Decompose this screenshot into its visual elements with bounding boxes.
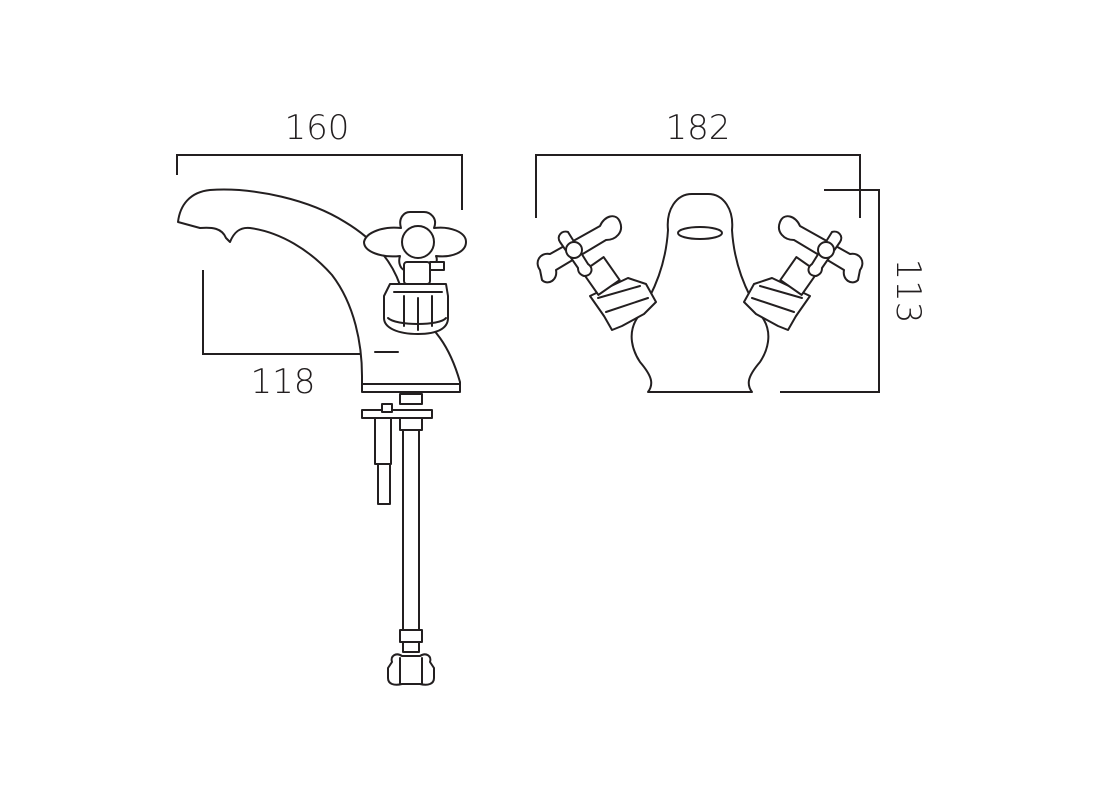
front-left-handle [536, 215, 657, 331]
side-reach-label: 118 [251, 362, 316, 402]
front-spout-outlet [677, 226, 723, 240]
side-fixing [361, 393, 435, 686]
front-height-label: 113 [888, 259, 928, 324]
front-width-label: 182 [666, 108, 731, 148]
side-width-label: 160 [285, 108, 350, 148]
side-handle [363, 211, 467, 335]
front-width-dimension-line [535, 154, 861, 218]
side-spout-body [177, 188, 461, 393]
front-height-dimension-line [780, 189, 880, 393]
front-view: 182 113 [535, 108, 928, 393]
front-right-handle [743, 215, 864, 331]
front-body [630, 193, 770, 393]
side-view: 160 118 [176, 108, 467, 686]
side-width-dimension-line [176, 154, 463, 210]
